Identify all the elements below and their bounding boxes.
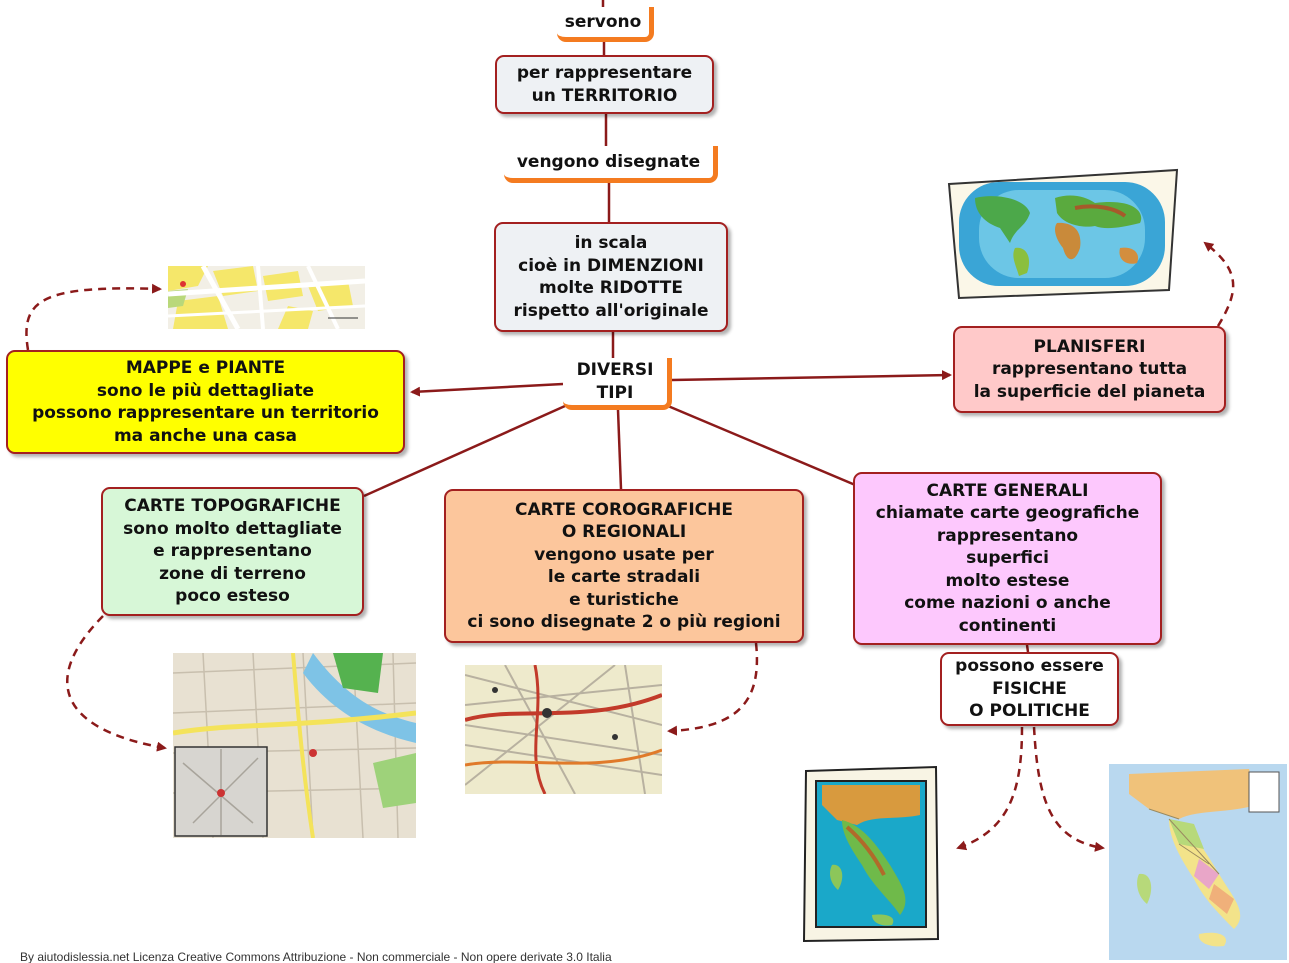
link-label-servono: servono <box>557 7 654 42</box>
node-mappe-piante[interactable]: MAPPE e PIANTE sono le più dettagliate p… <box>6 350 405 454</box>
node-in-scala[interactable]: in scala cioè in DIMENZIONI molte RIDOTT… <box>494 222 728 332</box>
license-credit: By aiutodislessia.net Licenza Creative C… <box>20 950 612 963</box>
node-carte-topografiche[interactable]: CARTE TOPOGRAFICHE sono molto dettagliat… <box>101 487 364 616</box>
node-planisferi[interactable]: PLANISFERI rappresentano tutta la superf… <box>953 326 1226 413</box>
world-map-image <box>945 168 1181 300</box>
dashed-arrow-planisferi <box>1203 241 1235 327</box>
node-carte-corografiche[interactable]: CARTE COROGRAFICHE O REGIONALI vengono u… <box>444 489 804 643</box>
dashed-arrow-politiche <box>1032 726 1105 852</box>
connector-to-mappe <box>410 382 564 397</box>
connector-generali-fisiche <box>1025 644 1030 653</box>
link-label-diversi-tipi: DIVERSI TIPI <box>563 358 672 410</box>
dashed-arrow-fisiche <box>956 726 1024 851</box>
road-map-image <box>465 665 662 794</box>
street-map-image <box>168 266 365 329</box>
physical-map-image <box>802 765 941 943</box>
dashed-arrow-topografiche <box>66 615 167 752</box>
connector-to-planisferi <box>671 370 952 382</box>
link-label-vengono-disegnate: vengono disegnate <box>504 146 718 183</box>
connector-to-generali <box>667 404 861 489</box>
node-rappresentare-territorio[interactable]: per rappresentare un TERRITORIO <box>495 55 714 114</box>
dashed-arrow-mappe <box>25 283 162 351</box>
topographic-map-image <box>173 653 416 838</box>
node-fisiche-politiche[interactable]: possono essere FISICHE O POLITICHE <box>940 652 1119 726</box>
connector-to-topografiche <box>363 404 566 498</box>
node-carte-generali[interactable]: CARTE GENERALI chiamate carte geografich… <box>853 472 1162 645</box>
political-map-image <box>1109 764 1287 960</box>
dashed-arrow-corografiche <box>667 642 759 736</box>
connector-to-corografiche <box>616 409 623 490</box>
